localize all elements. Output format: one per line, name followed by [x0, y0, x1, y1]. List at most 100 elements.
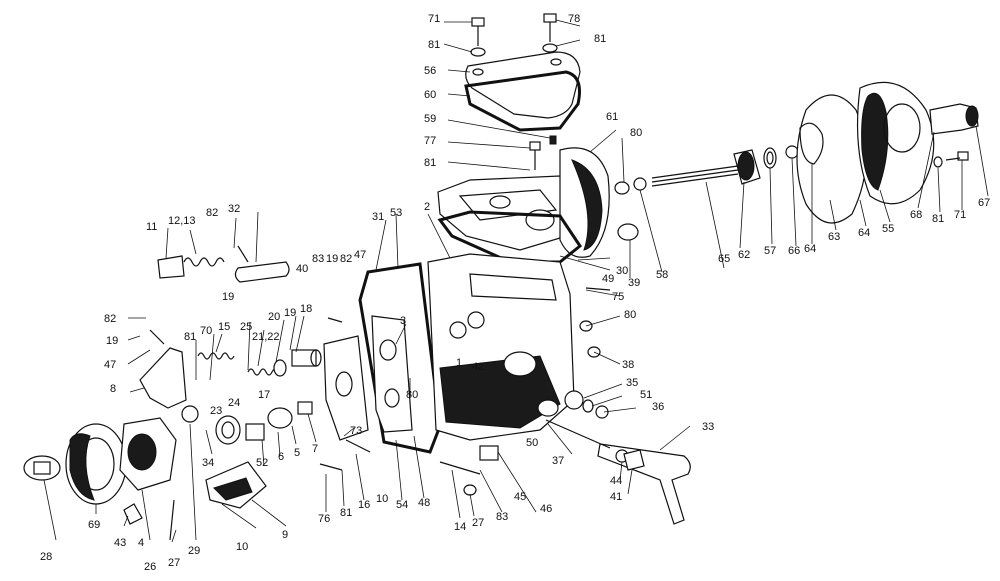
callout-label: 80: [406, 389, 418, 401]
cover-gasket: [464, 70, 581, 132]
tension-springs: [183, 257, 225, 267]
leader-lines: [43, 19, 989, 543]
callout-label: 35: [626, 377, 638, 389]
link-plate: [234, 261, 290, 283]
callout-label: 80: [630, 127, 642, 139]
linkage-group: [139, 245, 371, 453]
hex-bolt: [471, 17, 485, 27]
callout-label: 43: [114, 537, 126, 549]
callout-label: 60: [424, 89, 436, 101]
control-lever: [139, 347, 187, 409]
callout-label: 64: [804, 243, 816, 255]
drive-shaft-group: [651, 81, 979, 224]
callout-label: 25: [240, 321, 252, 333]
callout-label: 2: [424, 201, 430, 213]
callout-label: 28: [40, 551, 52, 563]
callout-label: 49: [602, 273, 614, 285]
callout-label: 53: [390, 207, 402, 219]
callout-label: 37: [552, 455, 564, 467]
callout-label: 82: [340, 253, 352, 265]
callout-label: 33: [702, 421, 714, 433]
housing-gasket: [437, 210, 583, 264]
callout-label: 32: [228, 203, 240, 215]
callout-label: 42: [472, 361, 484, 373]
callout-label: 17: [258, 389, 270, 401]
callout-label: 66: [788, 245, 800, 257]
coupling-group: [23, 401, 313, 541]
callout-label: 39: [628, 277, 640, 289]
drive-shaft: [651, 169, 739, 183]
callout-label: 65: [718, 253, 730, 265]
callout-label: 83: [312, 253, 324, 265]
callout-label: 47: [354, 249, 366, 261]
lower-right-group: [319, 287, 691, 525]
callout-label: 15: [218, 321, 230, 333]
callout-label: 31: [372, 211, 384, 223]
callout-label: 19: [284, 307, 296, 319]
callout-label: 3: [400, 315, 406, 327]
callout-label: 40: [296, 263, 308, 275]
callout-label: 57: [764, 245, 776, 257]
callout-label: 69: [88, 519, 100, 531]
callout-label: 19: [222, 291, 234, 303]
callout-label: 24: [228, 397, 240, 409]
callout-label: 16: [358, 499, 370, 511]
callout-label: 59: [424, 113, 436, 125]
callout-label: 83: [496, 511, 508, 523]
callout-label: 71: [954, 209, 966, 221]
callout-label: 71: [428, 13, 440, 25]
callout-label: 75: [612, 291, 624, 303]
governor-housing-group: [437, 141, 647, 264]
callout-label: 9: [282, 529, 288, 541]
callout-label: 34: [202, 457, 214, 469]
callout-label: 81: [594, 33, 606, 45]
callout-label: 55: [882, 223, 894, 235]
callout-label: 7: [312, 443, 318, 455]
callout-label: 4: [138, 537, 144, 549]
callout-label: 36: [652, 401, 664, 413]
callout-label: 50: [526, 437, 538, 449]
callout-label: 52: [256, 457, 268, 469]
callout-label: 61: [606, 111, 618, 123]
callout-label: 81: [184, 331, 196, 343]
callout-label: 68: [910, 209, 922, 221]
callout-label: 64: [858, 227, 870, 239]
callout-label: 48: [418, 497, 430, 509]
callout-label: 46: [540, 503, 552, 515]
hub-nut: [929, 103, 979, 135]
callout-label: 38: [622, 359, 634, 371]
callout-label: 20: [268, 311, 280, 323]
callout-label: 45: [514, 491, 526, 503]
coupling-disc: [23, 455, 61, 481]
seal-ring: [763, 147, 777, 169]
callout-labels: 71 78 81 81 56 60 59 61 80 77 81 2 31 53…: [40, 13, 990, 573]
callout-label: 10: [236, 541, 248, 553]
callout-label: 11: [146, 221, 157, 233]
callout-label: 29: [188, 545, 200, 557]
callout-label: 76: [318, 513, 330, 525]
callout-label: 82: [104, 313, 116, 325]
callout-label: 18: [300, 303, 312, 315]
callout-label: 6: [278, 451, 284, 463]
callout-label: 10: [376, 493, 388, 505]
callout-label: 12,13: [168, 215, 196, 227]
callout-label: 81: [424, 157, 436, 169]
callout-label: 58: [656, 269, 668, 281]
callout-label: 1: [456, 357, 462, 369]
body-gasket: [358, 262, 442, 454]
callout-label: 63: [828, 231, 840, 243]
callout-label: 27: [168, 557, 180, 569]
callout-label: 67: [978, 197, 990, 209]
callout-label: 82: [206, 207, 218, 219]
callout-label: 27: [472, 517, 484, 529]
membrane-disc: [796, 94, 867, 224]
hex-bolt: [543, 13, 557, 23]
callout-label: 19: [106, 335, 118, 347]
callout-label: 62: [738, 249, 750, 261]
callout-label: 78: [568, 13, 580, 25]
callout-label: 81: [340, 507, 352, 519]
callout-label: 77: [424, 135, 436, 147]
callout-label: 81: [932, 213, 944, 225]
callout-label: 56: [424, 65, 436, 77]
